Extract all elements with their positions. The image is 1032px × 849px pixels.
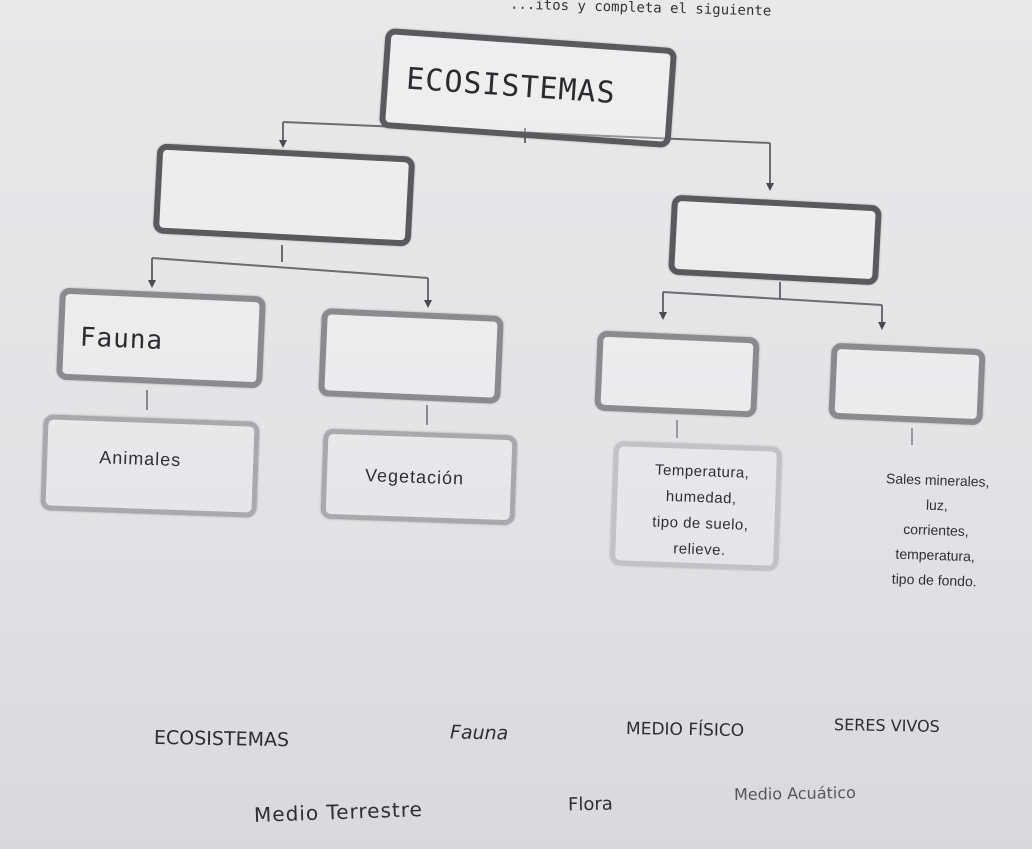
word-medio-fisico: MEDIO FÍSICO xyxy=(625,718,745,742)
detail-line: relieve. xyxy=(673,540,726,560)
leaf-label-empty-2 xyxy=(604,337,754,344)
word-flora: Flora xyxy=(567,793,613,816)
detail-text-animales: Animales xyxy=(98,447,182,471)
detail-box-vegetacion: Vegetación xyxy=(320,428,518,526)
detail-text-acuatico: Sales minerales, luz, corrientes, temper… xyxy=(844,465,1028,596)
detail-box-animales: Animales xyxy=(40,414,260,518)
root-label: ECOSISTEMAS xyxy=(405,61,617,112)
right-branch-box[interactable] xyxy=(668,194,882,286)
leaf-box-empty-2[interactable] xyxy=(594,330,760,418)
word-ecosistemas: ECOSISTEMAS xyxy=(153,726,290,752)
word-medio-acuatico: Medio Acuático xyxy=(733,782,857,805)
word-seres-vivos: SERES VIVOS xyxy=(833,715,940,736)
word-fauna: Fauna xyxy=(449,721,509,745)
leaf-box-empty-1[interactable] xyxy=(318,308,504,404)
detail-text-terrestre: Temperatura, humedad, tipo de suelo, rel… xyxy=(619,456,783,566)
detail-text-vegetacion: Vegetación xyxy=(364,465,465,489)
left-branch-box[interactable] xyxy=(152,143,416,247)
leaf-label-empty-1 xyxy=(328,314,498,321)
leaf-label-fauna: Fauna xyxy=(79,322,164,357)
leaf-box-empty-3[interactable] xyxy=(828,342,986,426)
leaf-label-empty-3 xyxy=(837,349,979,355)
detail-box-medio-terrestre: Temperatura, humedad, tipo de suelo, rel… xyxy=(609,441,783,571)
root-box: ECOSISTEMAS xyxy=(378,27,678,149)
leaf-box-fauna: Fauna xyxy=(56,287,266,389)
